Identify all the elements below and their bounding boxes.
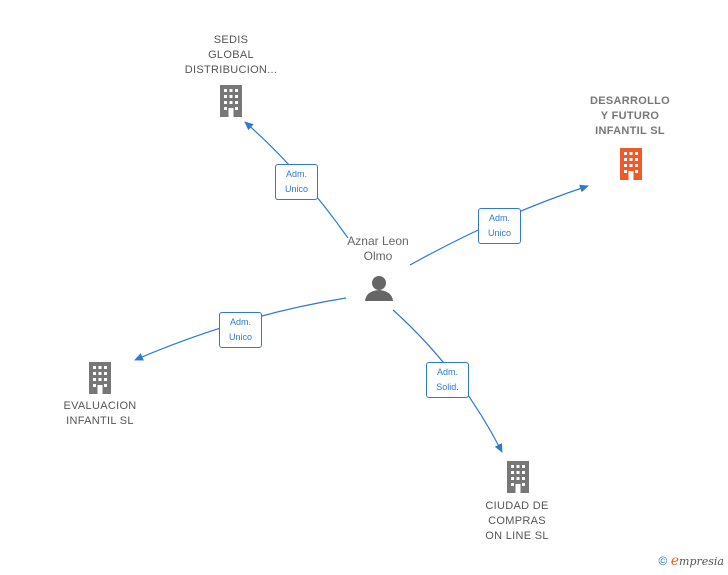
brand-initial: e	[670, 553, 680, 569]
brand-logo: empresia	[670, 553, 724, 569]
person-name[interactable]: Aznar Leon Olmo	[330, 234, 426, 264]
edge-role-line2: Unico	[228, 332, 252, 342]
building-icon-evaluacion[interactable]	[89, 362, 111, 394]
person-name-line1: Aznar Leon	[347, 234, 409, 248]
company-label-ciudad[interactable]: CIUDAD DE COMPRAS ON LINE SL	[485, 500, 549, 542]
edge-role-line1: Adm.	[488, 213, 510, 223]
building-icon-sedis[interactable]	[220, 85, 242, 117]
person-icon[interactable]	[365, 276, 393, 301]
edge-label-ciudad[interactable]: Adm. Solid.	[426, 362, 469, 398]
edge-role-line2: Solid.	[436, 382, 459, 392]
company-label-sedis[interactable]: SEDIS GLOBAL DISTRIBUCION...	[184, 34, 278, 76]
company-label-evaluacion[interactable]: EVALUACION INFANTIL SL	[63, 400, 137, 427]
edge-role-line1: Adm.	[436, 367, 458, 377]
edge-role-line2: Unico	[284, 184, 308, 194]
company-label-desarrollo[interactable]: DESARROLLO Y FUTURO INFANTIL SL	[590, 95, 670, 137]
brand-rest: mpresia	[679, 555, 724, 568]
edge-role-line1: Adm.	[229, 317, 251, 327]
edge-label-desarrollo[interactable]: Adm. Unico	[478, 208, 521, 244]
building-icon-desarrollo[interactable]	[620, 148, 642, 180]
edge-label-sedis[interactable]: Adm. Unico	[275, 164, 318, 200]
copyright-icon: ©	[658, 554, 668, 568]
edge-role-line2: Unico	[487, 228, 511, 238]
edge-role-line1: Adm.	[285, 169, 307, 179]
person-name-line2: Olmo	[363, 249, 393, 263]
building-icon-ciudad[interactable]	[507, 461, 529, 493]
edge-label-evaluacion[interactable]: Adm. Unico	[219, 312, 262, 348]
footer-credit: © empresia	[659, 553, 724, 569]
